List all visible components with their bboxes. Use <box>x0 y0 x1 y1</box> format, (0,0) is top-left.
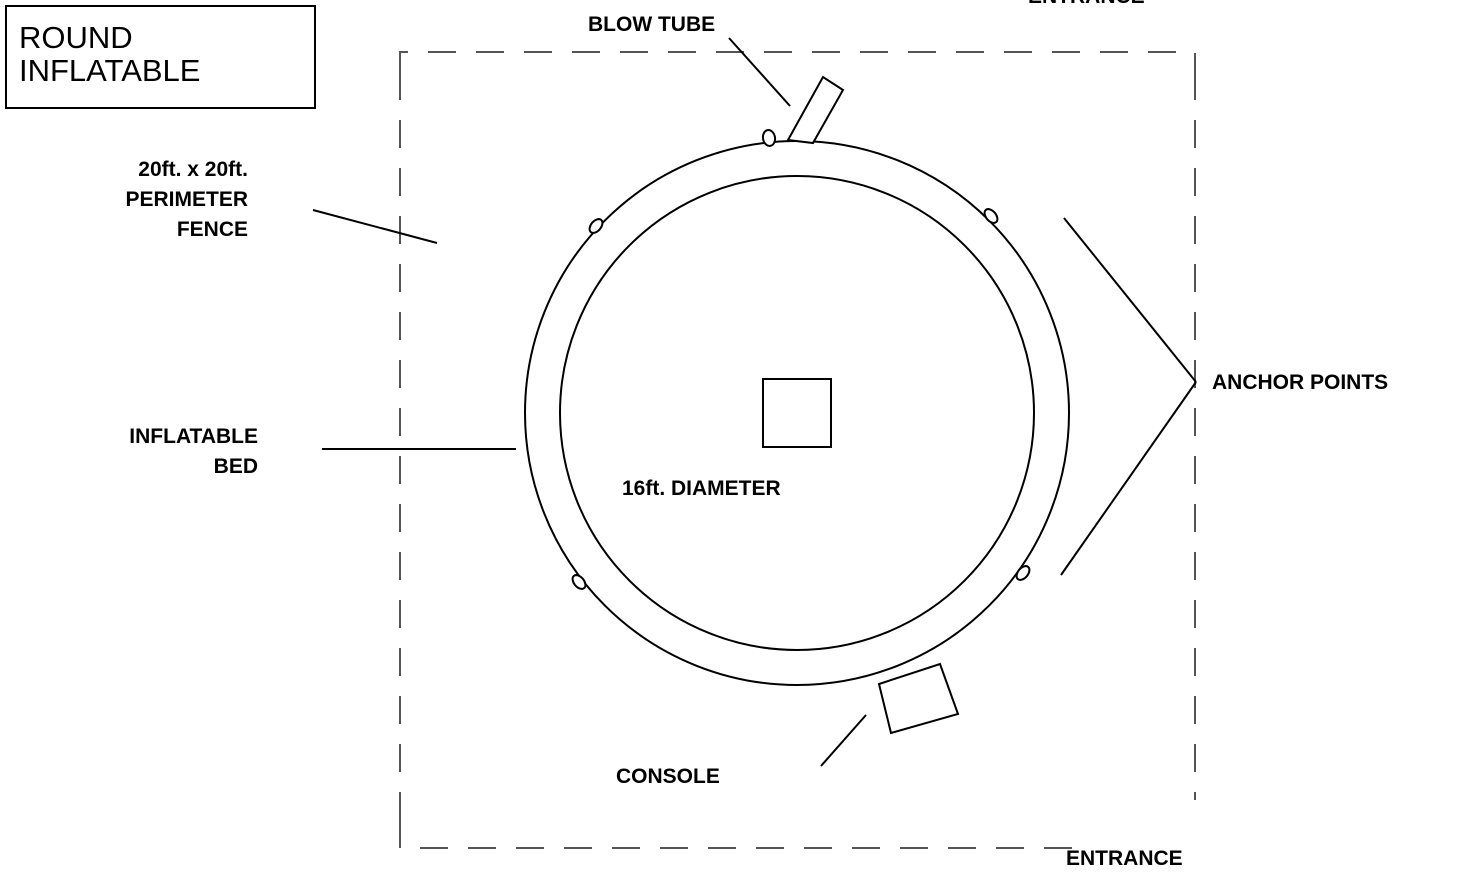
perimeter-fence-label-line-3: FENCE <box>176 218 248 241</box>
inflatable-bed-label: INFLATABLE BED <box>78 422 258 482</box>
inflatable-bed-label-line-1: INFLATABLE <box>129 425 258 448</box>
anchor-points-label: ANCHOR POINTS <box>1212 371 1389 394</box>
anchor-point-upper-left <box>588 218 604 234</box>
title-line-2: INFLATABLE <box>19 53 201 88</box>
anchor-points-leader-upper <box>1063 217 1197 383</box>
blow-tube-shape <box>786 75 845 145</box>
leader-lines <box>312 37 1197 767</box>
anchor-point-upper-right <box>983 208 999 224</box>
anchor-point-lower-left <box>571 574 587 590</box>
blow-tube-leader <box>728 37 791 107</box>
perimeter-fence-label: 20ft. x 20ft. PERIMETER FENCE <box>68 155 248 245</box>
entrance-bottom-label: ENTRANCE <box>1066 847 1183 870</box>
anchor-points <box>571 129 1031 590</box>
fence-top-edge <box>399 51 1196 72</box>
inflatable-inner-ring <box>559 175 1035 651</box>
console-leader <box>820 714 867 767</box>
anchor-point-lower-right <box>1015 565 1031 581</box>
anchor-points-leader-lower <box>1060 381 1197 576</box>
anchor-point-top <box>761 129 777 147</box>
console-label: CONSOLE <box>616 765 720 788</box>
center-square <box>762 378 832 448</box>
inflatable-outer-ring <box>524 140 1070 686</box>
inflatable-bed-label-line-2: BED <box>213 455 258 478</box>
diameter-label: 16ft. DIAMETER <box>622 477 781 500</box>
perimeter-fence <box>399 51 1196 849</box>
entrance-top-label: ENTRANCE <box>1028 0 1145 12</box>
fence-bottom-edge <box>399 820 1085 849</box>
console-shape <box>877 662 960 735</box>
blow-tube-label: BLOW TUBE <box>588 13 716 36</box>
title-line-1: ROUND <box>19 20 133 55</box>
perimeter-fence-label-line-2: PERIMETER <box>125 188 248 211</box>
perimeter-fence-label-line-1: 20ft. x 20ft. <box>138 158 248 181</box>
perimeter-fence-leader <box>312 209 438 244</box>
diagram-title-box: ROUND INFLATABLE <box>5 5 316 109</box>
